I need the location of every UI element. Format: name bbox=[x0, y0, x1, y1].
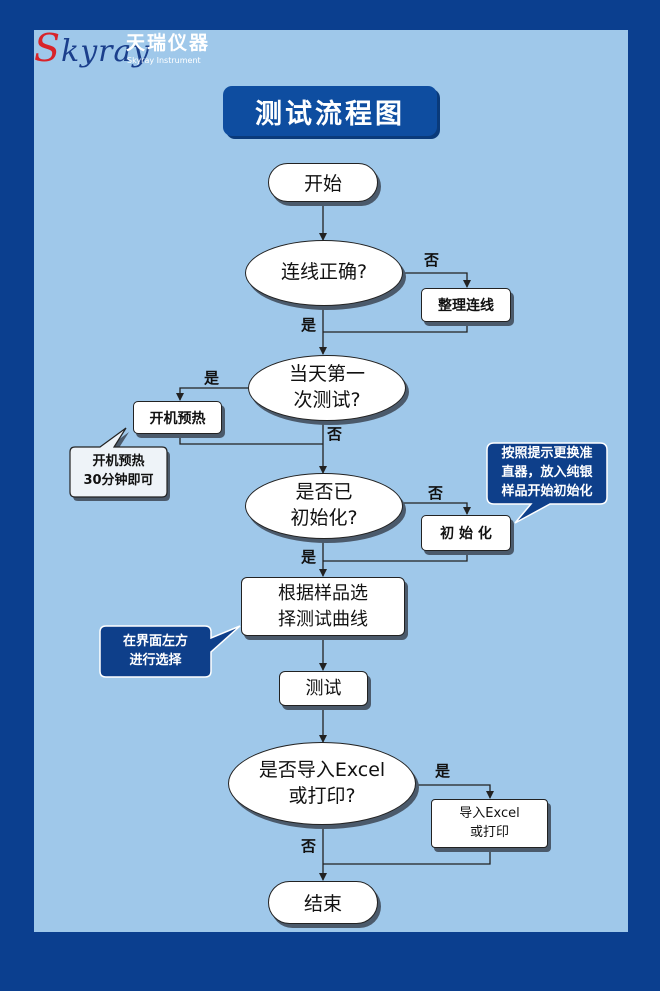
curve-note: 在界面左方 进行选择 bbox=[100, 626, 211, 677]
init-note-line3: 样品开始初始化 bbox=[501, 483, 593, 499]
export-action-line2: 或打印 bbox=[469, 824, 509, 840]
warmup-note-line1: 开机预热 bbox=[92, 454, 145, 470]
curve-note-line2: 进行选择 bbox=[129, 652, 182, 668]
first-no-label: 否 bbox=[327, 425, 343, 443]
init-note-line2: 直器，放入纯银 bbox=[501, 465, 593, 481]
warmup-note-bubble bbox=[69, 427, 170, 501]
first-test-line1: 当天第一 bbox=[288, 363, 365, 386]
init-no-label: 否 bbox=[428, 484, 444, 502]
init-note-bubble bbox=[486, 442, 608, 524]
choose-curve-step: 根据样品选 择测试曲线 bbox=[241, 577, 405, 636]
initialized-line1: 是否已 bbox=[295, 481, 353, 504]
logo-name-cn: 天瑞仪器 bbox=[126, 32, 211, 54]
fix-wiring-step: 整理连线 bbox=[421, 288, 511, 322]
wiring-check-decision: 连线正确? bbox=[245, 240, 403, 306]
export-action-line1: 导入Excel bbox=[459, 806, 520, 822]
wiring-no-label: 否 bbox=[424, 251, 440, 269]
choose-curve-line2: 择测试曲线 bbox=[278, 608, 368, 630]
warmup-note-line2: 30分钟即可 bbox=[83, 473, 154, 488]
init-note-line1: 按照提示更换准 bbox=[501, 446, 593, 462]
initialized-decision: 是否已 初始化? bbox=[245, 473, 403, 539]
end-node: 结束 bbox=[268, 881, 378, 924]
wiring-yes-label: 是 bbox=[301, 316, 317, 334]
init-yes-label: 是 bbox=[301, 548, 317, 566]
export-line2: 或打印? bbox=[288, 784, 356, 807]
export-yes-label: 是 bbox=[435, 762, 451, 780]
export-decision: 是否导入Excel 或打印? bbox=[228, 742, 416, 825]
test-step: 测试 bbox=[279, 671, 368, 706]
brand-logo: Skyray 天瑞仪器 Skyray Instrument bbox=[34, 22, 254, 74]
logo-name-en: Skyray Instrument bbox=[127, 56, 201, 65]
logo-script-mark: Skyray bbox=[34, 26, 151, 70]
page-title: 测试流程图 bbox=[223, 86, 437, 136]
first-test-line2: 次测试? bbox=[293, 389, 361, 411]
start-node: 开始 bbox=[268, 163, 378, 202]
export-action-step: 导入Excel 或打印 bbox=[431, 799, 548, 848]
export-no-label: 否 bbox=[301, 837, 317, 855]
initialize-step: 初 始 化 bbox=[421, 515, 511, 551]
warmup-note: 开机预热 30分钟即可 bbox=[70, 447, 167, 497]
curve-note-bubble bbox=[99, 625, 241, 678]
warmup-step: 开机预热 bbox=[133, 401, 222, 434]
first-yes-label: 是 bbox=[204, 369, 220, 387]
curve-note-line1: 在界面左方 bbox=[122, 633, 188, 649]
first-test-decision: 当天第一 次测试? bbox=[248, 355, 406, 421]
initialized-line2: 初始化? bbox=[290, 507, 358, 529]
choose-curve-line1: 根据样品选 bbox=[278, 583, 368, 605]
init-note: 按照提示更换准 直器，放入纯银 样品开始初始化 bbox=[487, 443, 607, 504]
export-line1: 是否导入Excel bbox=[258, 758, 386, 781]
